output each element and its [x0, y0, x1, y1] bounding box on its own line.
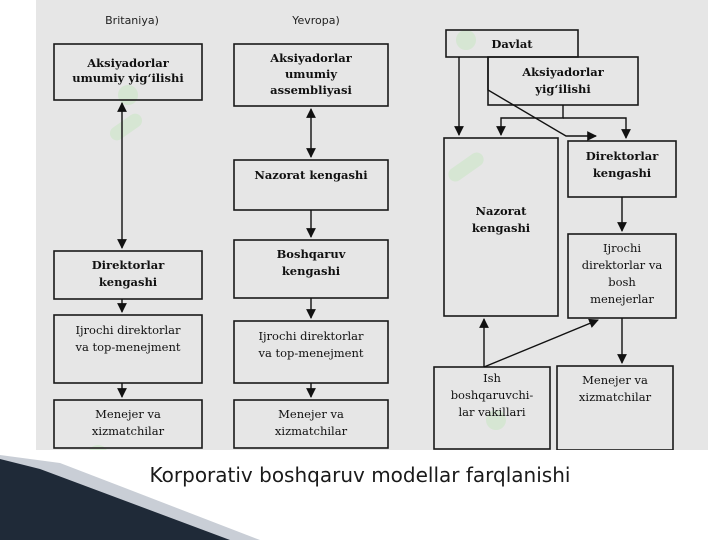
box-line: xizmatchilar [275, 424, 348, 438]
box-line: Aksiyadorlar [269, 51, 352, 65]
box-line: yig‘ilishi [534, 82, 591, 96]
box-line: kengashi [99, 275, 158, 289]
box-aksiyadorlar-umumiy-assembliyasi: Aksiyadorlar umumiy assembliyasi [233, 43, 389, 107]
box-line: kengashi [472, 221, 531, 235]
box-aksiyadorlar-yigilishi: Aksiyadorlar yig‘ilishi [487, 56, 639, 106]
box-menejer-xizmatchilar-2: Menejer va xizmatchilar [233, 399, 389, 449]
box-line: va top-menejment [257, 346, 363, 360]
arrow [487, 57, 597, 141]
box-line: bosh [608, 275, 636, 289]
box-aksiyadorlar-umumiy-yigilishi: Aksiyadorlar umumiy yig‘ilishi [53, 43, 203, 101]
diagram-figure: Britaniya) Aksiyadorlar umumiy yig‘ilish… [36, 0, 708, 450]
box-line: lar vakillari [458, 405, 525, 419]
box-direktorlar-kengashi-3: Direktorlar kengashi [567, 140, 677, 198]
box-ijrochi-direktorlar-bosh-menejerlar: Ijrochi direktorlar va bosh menejerlar [567, 233, 677, 319]
box-line: Ijrochi [603, 241, 641, 255]
box-line: xizmatchilar [92, 424, 165, 438]
box-line: Aksiyadorlar [521, 65, 604, 79]
box-menejer-xizmatchilar-3: Menejer va xizmatchilar [556, 365, 674, 450]
box-line: Direktorlar [92, 258, 166, 272]
arrow [563, 117, 631, 139]
box-line: umumiy [285, 67, 337, 81]
box-line: kengashi [593, 166, 652, 180]
box-line: xizmatchilar [579, 390, 652, 404]
box-line: kengashi [282, 264, 341, 278]
box-line: Menejer va [582, 373, 648, 387]
box-menejer-xizmatchilar-1: Menejer va xizmatchilar [53, 399, 203, 449]
column-title-britaniya: Britaniya) [105, 14, 159, 27]
box-nazorat-kengashi-3: Nazorat kengashi [443, 137, 559, 317]
box-line: umumiy yig‘ilishi [72, 71, 184, 85]
arrow [483, 318, 599, 368]
box-line: menejerlar [590, 292, 654, 306]
box-nazorat-kengashi-2: Nazorat kengashi [233, 159, 389, 211]
box-line: Nazorat kengashi [254, 168, 368, 182]
box-line: Direktorlar [586, 149, 660, 163]
column-title-yevropa: Yevropa) [291, 14, 340, 27]
box-line: assembliyasi [270, 83, 352, 97]
box-line: Ijrochi direktorlar [258, 329, 364, 343]
box-line: Ijrochi direktorlar [75, 323, 181, 337]
box-ish-boshqaruvchilar-vakillari: Ish boshqaruvchi- lar vakillari [433, 366, 551, 450]
slide-caption: Korporativ boshqaruv modellar farqlanish… [149, 463, 571, 487]
box-line: Menejer va [95, 407, 161, 421]
box-line: Davlat [491, 37, 533, 51]
box-ijrochi-direktorlar-2: Ijrochi direktorlar va top-menejment [233, 320, 389, 384]
box-line: boshqaruvchi- [451, 388, 534, 402]
arrow [496, 105, 564, 136]
box-boshqaruv-kengashi: Boshqaruv kengashi [233, 239, 389, 299]
box-line: Nazorat [476, 204, 528, 218]
box-line: Ish [483, 371, 501, 385]
box-line: Boshqaruv [277, 247, 346, 261]
box-line: va top-menejment [74, 340, 180, 354]
diagram-canvas: Britaniya) Aksiyadorlar umumiy yig‘ilish… [53, 14, 677, 450]
box-line: Aksiyadorlar [86, 56, 169, 70]
box-direktorlar-kengashi-1: Direktorlar kengashi [53, 250, 203, 300]
box-line: Menejer va [278, 407, 344, 421]
box-ijrochi-direktorlar-1: Ijrochi direktorlar va top-menejment [53, 314, 203, 384]
footer-stripe [0, 455, 260, 540]
box-line: direktorlar va [582, 258, 663, 272]
